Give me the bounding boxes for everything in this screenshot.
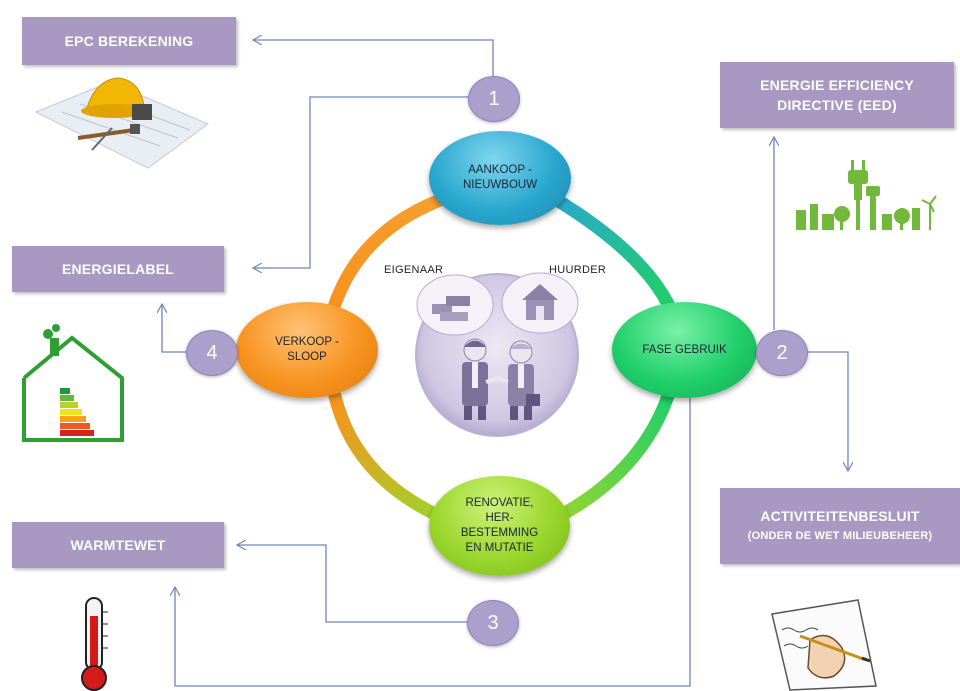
ring-arc-aankoop-gebruik	[545, 190, 675, 311]
energielabel-box: ENERGIELABEL	[12, 246, 224, 292]
phase-gebruik-label: FASE GEBRUIK	[642, 343, 727, 356]
connector-4-to-energielabel	[162, 305, 186, 353]
connector-1-to-epc	[254, 40, 494, 76]
activiteitenbesluit-label-line2: (ONDER DE WET MILIEUBEHEER)	[747, 530, 933, 542]
phase-aankoop-line1: AANKOOP -	[468, 164, 532, 176]
energielabel-label: ENERGIELABEL	[61, 261, 175, 277]
blueprint-helmet-icon	[34, 77, 210, 169]
phase-aankoop-nieuwbouw: AANKOOP - NIEUWBOUW	[429, 131, 571, 225]
hand-writing-icon	[771, 599, 877, 691]
warmtewet-label: WARMTEWET	[70, 537, 166, 553]
phase-verkoop-sloop: VERKOOP - SLOOP	[236, 302, 378, 398]
phase-verkoop-line2: SLOOP	[287, 351, 327, 363]
warmtewet-box: WARMTEWET	[12, 522, 224, 568]
green-city-plug-icon	[796, 160, 937, 230]
activiteitenbesluit-box: ACTIVITEITENBESLUIT (ONDER DE WET MILIEU…	[720, 488, 960, 564]
cycle-ring	[328, 190, 675, 527]
phase-renovatie-line4: EN MUTATIE	[465, 542, 534, 554]
phase-renovatie-line1: RENOVATIE,	[465, 497, 534, 509]
step-number-4: 4	[186, 330, 238, 376]
role-eigenaar-label: EIGENAAR	[384, 264, 444, 276]
phase-renovatie: RENOVATIE, HER- BESTEMMING EN MUTATIE	[429, 476, 570, 576]
phase-renovatie-line3: BESTEMMING	[460, 527, 539, 539]
energie-efficiency-directive-box: ENERGIE EFFICIENCY DIRECTIVE (EED)	[720, 62, 954, 128]
step-number-3: 3	[467, 600, 519, 646]
energy-label-house-icon	[22, 324, 124, 442]
activiteitenbesluit-label-line1: ACTIVITEITENBESLUIT	[760, 508, 920, 524]
connector-3-to-warmtewet	[238, 545, 467, 623]
ring-arc-gebruik-renovatie	[545, 389, 675, 527]
ring-arc-renovatie-verkoop	[328, 389, 455, 527]
phase-fase-gebruik: FASE GEBRUIK	[612, 302, 757, 398]
step-number-1: 1	[468, 76, 520, 122]
phase-aankoop-line2: NIEUWBOUW	[462, 179, 538, 191]
role-huurder-label: HUURDER	[549, 264, 607, 276]
owner-tenant-handshake-icon	[415, 272, 579, 437]
phase-verkoop-line1: VERKOOP -	[275, 336, 339, 348]
thermometer-icon	[81, 597, 108, 691]
ring-arc-verkoop-aankoop	[328, 190, 455, 311]
eed-label-line1: ENERGIE EFFICIENCY	[760, 77, 914, 93]
epc-berekening-box: EPC BEREKENING	[22, 17, 236, 65]
epc-berekening-label: EPC BEREKENING	[64, 33, 194, 49]
step-number-2: 2	[756, 330, 808, 376]
eed-label-line2: DIRECTIVE (EED)	[777, 97, 897, 113]
connector-2-to-activiteiten	[806, 351, 848, 470]
phase-renovatie-line2: HER-	[485, 512, 514, 524]
connector-1-to-energielabel	[254, 96, 468, 268]
